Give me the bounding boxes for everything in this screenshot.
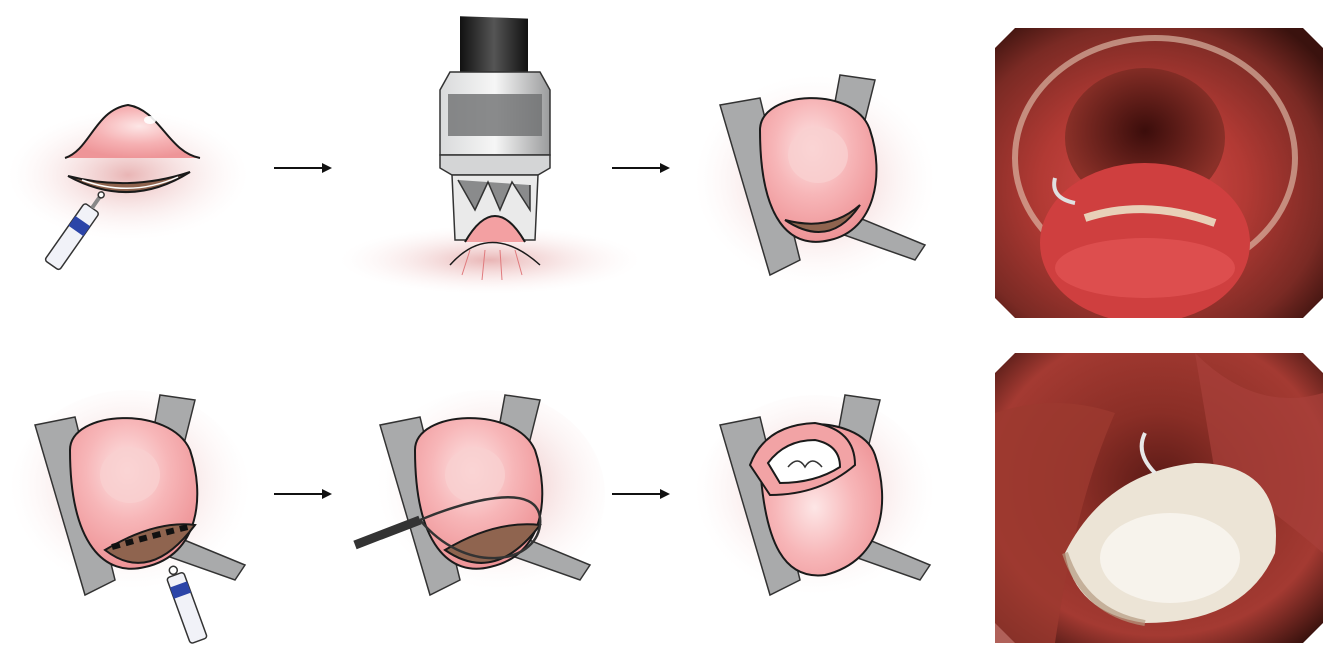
arrow-right-icon xyxy=(272,486,336,502)
step-resection-panel xyxy=(690,385,940,655)
step-snare-panel xyxy=(345,385,605,655)
arrow-right-icon xyxy=(610,160,674,176)
endoscopic-photo-after-resection xyxy=(995,353,1323,643)
endoscopic-photo-clip-placed xyxy=(995,28,1323,318)
step-incision-panel xyxy=(10,385,260,655)
step-cap-suction-panel xyxy=(340,10,640,300)
step-clip-application-panel xyxy=(690,60,940,290)
arrow-right-icon xyxy=(272,160,336,176)
endoscope-cap-icon xyxy=(440,16,550,240)
arrow-right-icon xyxy=(610,486,674,502)
step-injection-panel xyxy=(10,80,260,290)
